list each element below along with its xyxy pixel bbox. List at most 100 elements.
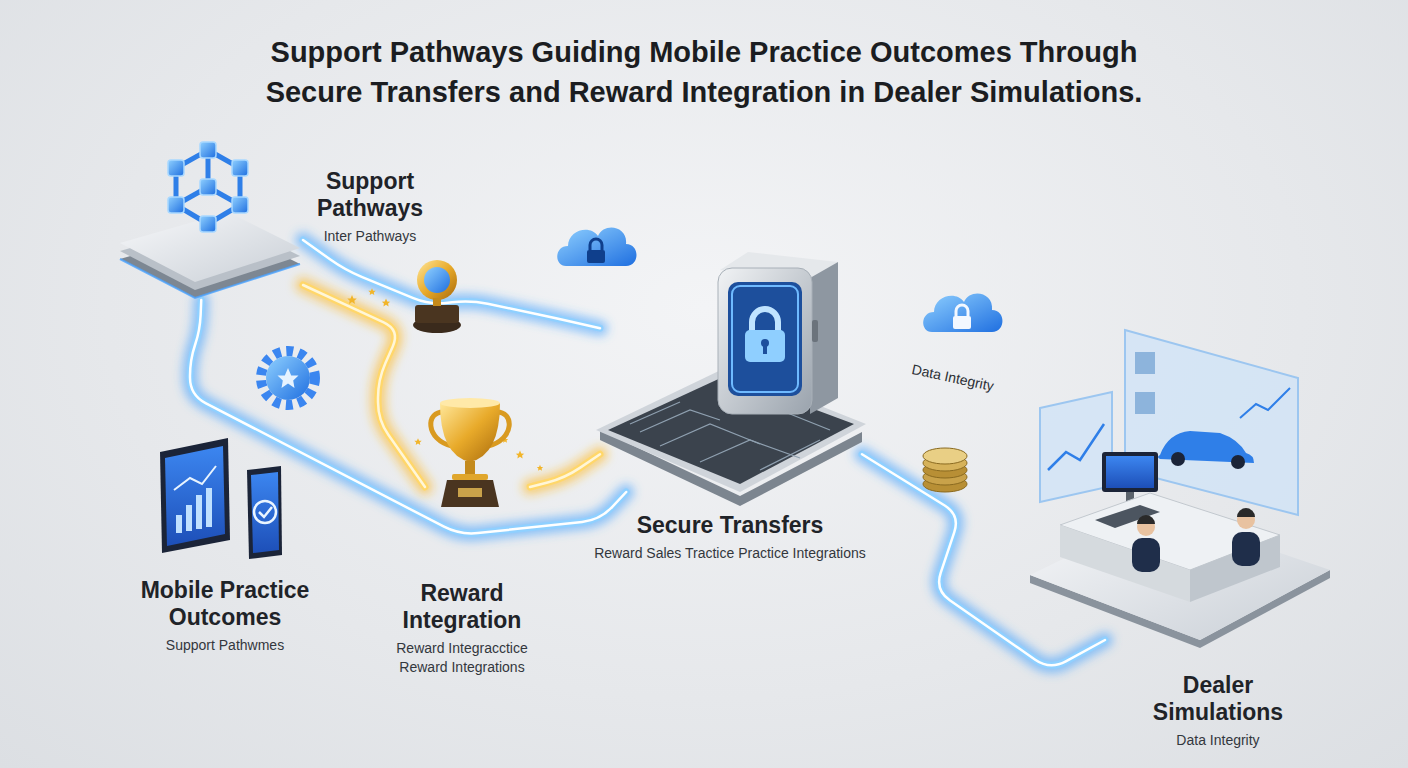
dashboard-screens-part [1231, 455, 1245, 469]
sparkle-stars-part [537, 465, 543, 471]
badge-icon [413, 260, 461, 333]
tablet-device-part [174, 466, 216, 490]
connector-line [303, 240, 600, 328]
vault-platform-part-part [630, 402, 680, 424]
trophy-icon-part [440, 403, 500, 462]
phone-device-part [254, 501, 276, 523]
sales-desk-part [1060, 525, 1190, 602]
support-node: Support PathwaysInter Pathways [118, 150, 303, 300]
dashboard-screens-part [1048, 424, 1104, 470]
sparkle-stars-part [368, 288, 375, 295]
node-caption: Dealer SimulationsData Integrity [1128, 672, 1308, 750]
node-heading: Dealer Simulations [1128, 672, 1308, 726]
vault-platform-part-part [760, 440, 820, 470]
sales-desk [1060, 493, 1280, 602]
node-subtitle: Inter Pathways [300, 227, 440, 246]
network-cube-nodes-part [168, 160, 184, 176]
badge-icon-part [433, 298, 441, 306]
tablet-device-part [176, 515, 182, 533]
badge-icon-part [424, 267, 450, 293]
free-label: Data Integrity [910, 360, 995, 395]
staff-figures-part [1237, 508, 1255, 517]
node-subtitle: Support Pathwmes [115, 636, 335, 655]
node-heading: Support Pathways [300, 168, 440, 222]
network-cube-nodes-part [232, 197, 248, 213]
node-subtitle: Data Integrity [1128, 731, 1308, 750]
dashboard-screens-part [1106, 456, 1154, 488]
phone-device-part [251, 472, 279, 553]
reward-node: Reward IntegrationReward Integracctice R… [425, 395, 530, 510]
tablet-device [160, 438, 230, 553]
network-cube-nodes-part [232, 160, 248, 176]
node-caption: Support PathwaysInter Pathways [300, 168, 440, 246]
dashboard-screens-part [1135, 352, 1155, 374]
network-cube-nodes [168, 142, 248, 232]
cloud-lock-icon [557, 228, 636, 266]
cloud-lock-icon-part [590, 239, 602, 250]
mobile-node: Mobile Practice OutcomesSupport Pathwmes [155, 435, 285, 565]
vault-safe-part [718, 268, 812, 414]
badge-icon-part [417, 260, 457, 300]
coin-stack-part [923, 448, 967, 464]
trophy-icon-part [452, 474, 488, 480]
secure-node: Secure TransfersReward Sales Tractice Pr… [600, 240, 862, 492]
dashboard-screens-part [1102, 452, 1158, 492]
vault-safe [718, 252, 838, 414]
cloud-lock-icon [923, 294, 1002, 332]
vault-platform-part-part [700, 440, 800, 462]
sparkle-stars-part [347, 295, 356, 304]
badge-icon-part [415, 305, 459, 323]
vault-safe-part [732, 286, 798, 392]
cloud-lock-icon-part [557, 228, 636, 266]
sparkle-stars [347, 288, 543, 471]
connector-core [530, 454, 600, 487]
tablet-device-part [165, 446, 225, 546]
phone-device [247, 466, 282, 559]
tablet-device-part [196, 495, 202, 529]
network-cube-nodes-part [200, 179, 216, 195]
cloud-lock-icon-part [587, 250, 605, 263]
trophy-icon-part [441, 480, 499, 507]
network-cube-nodes-part [168, 197, 184, 213]
connector-glow [303, 240, 600, 328]
vault-platform-part-part [640, 410, 720, 432]
network-cube-icon-part [176, 150, 240, 224]
glow-connector [530, 454, 600, 487]
tablet-device-part [160, 438, 230, 553]
staff-figures [1132, 508, 1260, 572]
gear-star-icon [261, 351, 315, 405]
connector-core [303, 240, 600, 328]
gear-star-icon-part [266, 356, 310, 400]
dashboard-screens [1040, 330, 1298, 515]
sparkle-stars-part [516, 451, 524, 459]
sparkle-stars-part [414, 438, 421, 445]
trophy-icon-part [465, 461, 475, 476]
trophy-icon-part [440, 398, 500, 408]
vault-safe-part [752, 309, 778, 332]
node-heading: Reward Integration [372, 580, 552, 634]
node-caption: Mobile Practice OutcomesSupport Pathwmes [115, 577, 335, 655]
cloud-lock-icon-part [953, 316, 971, 329]
vault-safe-part [745, 330, 785, 362]
vault-safe-part [728, 282, 802, 396]
cloud-lock-icon-part [923, 294, 1002, 332]
node-subtitle: Reward Integracctice Reward Integrations [372, 639, 552, 677]
trophy-icon-part [458, 488, 482, 497]
support-platform [120, 212, 300, 298]
cloud-lock-icon-part [956, 305, 968, 316]
network-cube-nodes-part [200, 142, 216, 158]
phone-device-part [259, 507, 272, 517]
node-heading: Mobile Practice Outcomes [115, 577, 335, 631]
network-cube-nodes-part [200, 216, 216, 232]
connector-glow [530, 454, 600, 487]
sparkle-stars-part [382, 299, 390, 307]
dealer-node: Dealer SimulationsData Integrity [1030, 330, 1330, 640]
vault-safe-part [763, 345, 767, 354]
connector-line [530, 454, 600, 487]
dashboard-screens-part [1135, 392, 1155, 414]
support-platform-part [120, 212, 300, 282]
node-heading: Secure Transfers [585, 512, 875, 539]
coin-stack [923, 448, 967, 492]
vault-safe-part [812, 320, 818, 342]
dashboard-screens-part [1171, 452, 1185, 466]
